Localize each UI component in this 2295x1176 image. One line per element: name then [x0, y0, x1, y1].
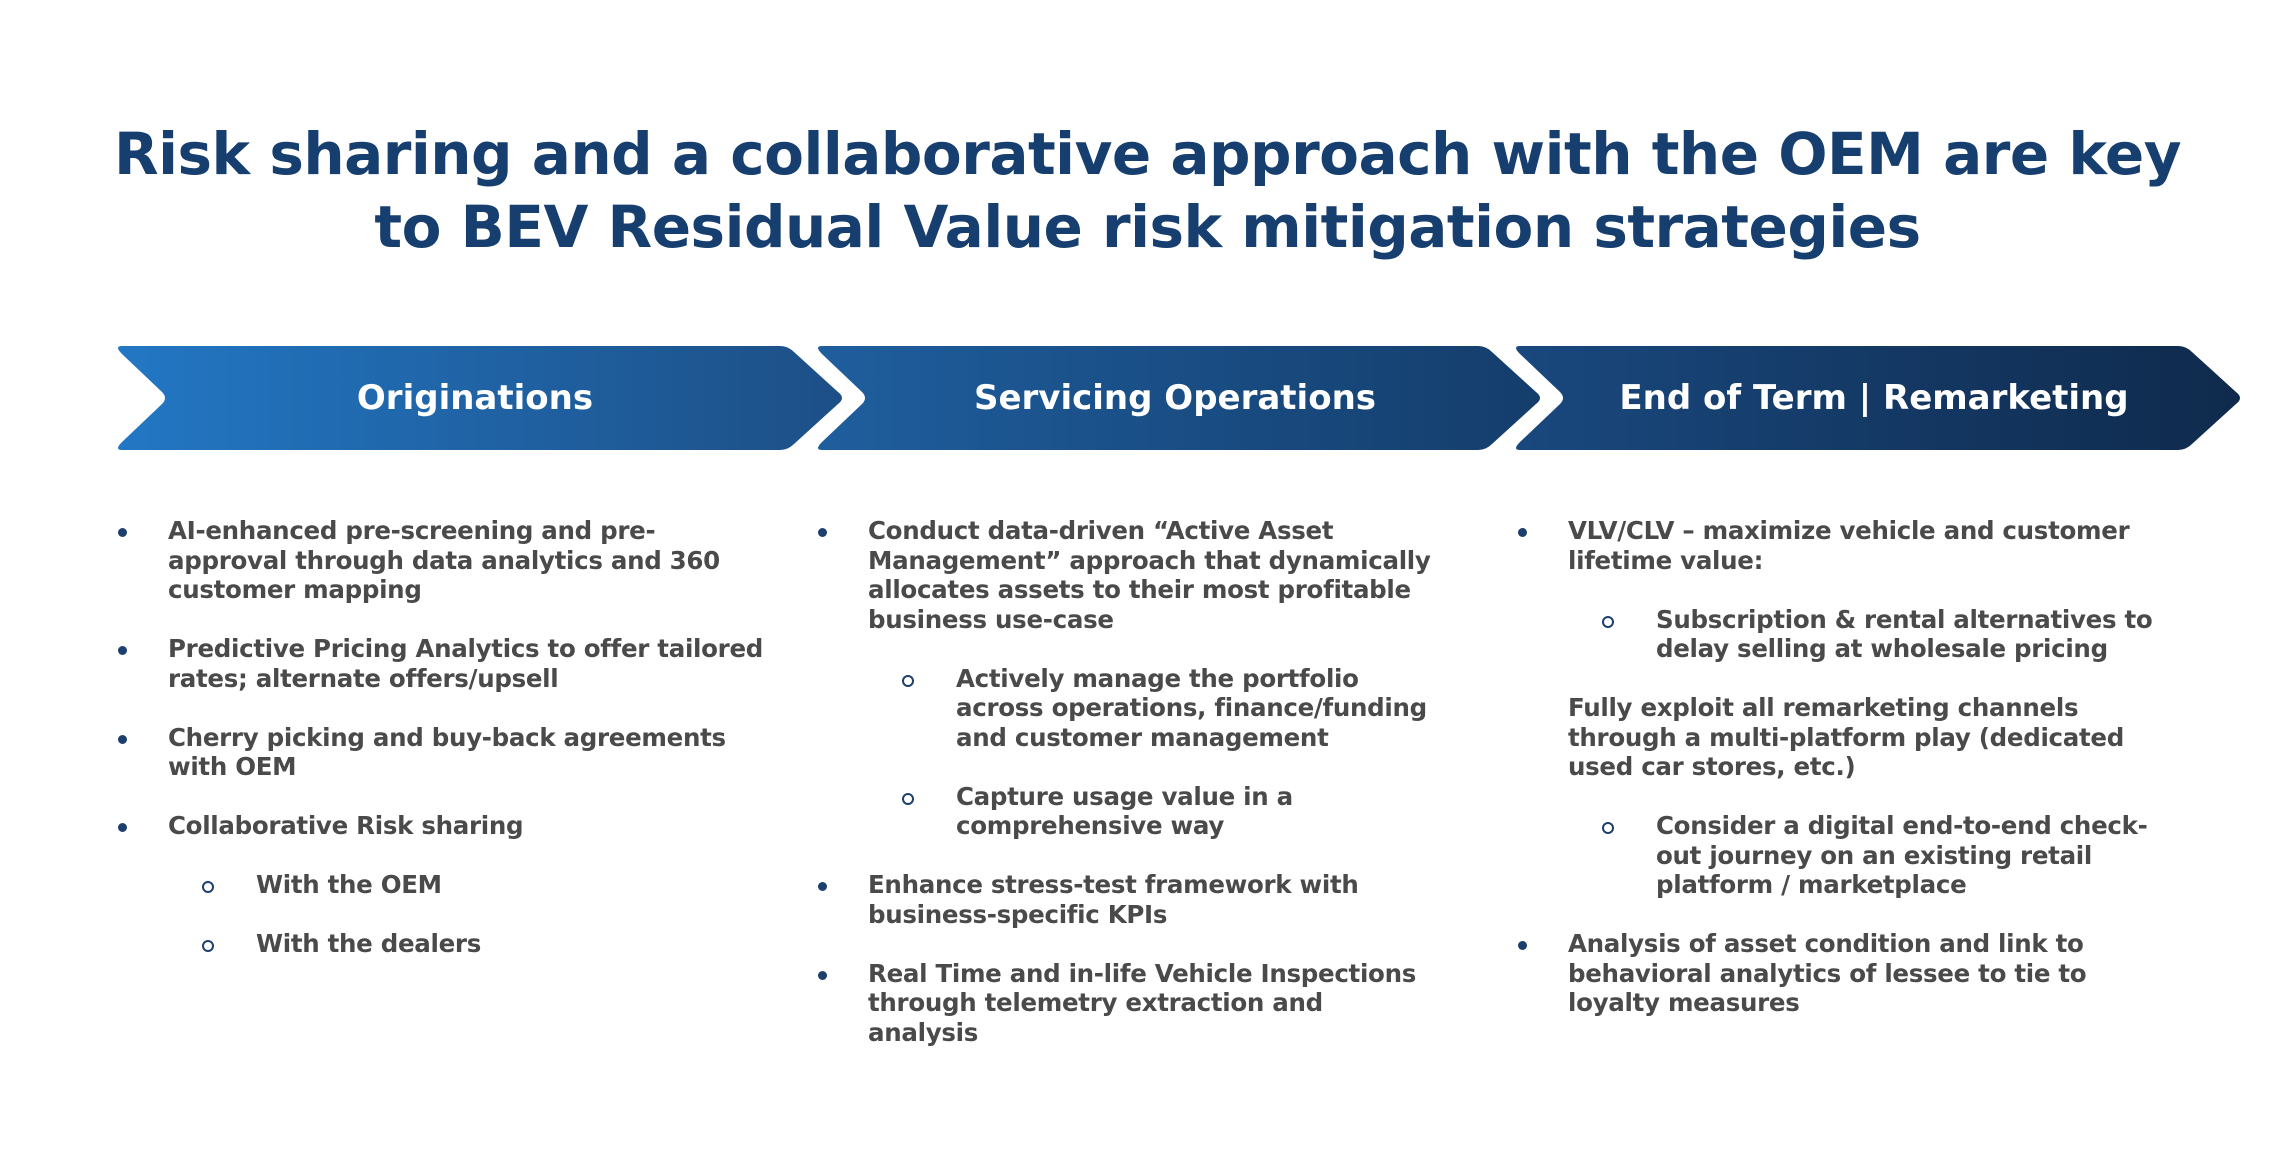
- originations-column: AI-enhanced pre-screening and pre-approv…: [118, 516, 768, 988]
- sub-list-item: Actively manage the portfolio across ope…: [868, 664, 1438, 753]
- hollow-bullet-icon: [1602, 615, 1614, 628]
- hollow-bullet-icon: [202, 940, 214, 952]
- sub-list-item: With the OEM: [168, 870, 768, 900]
- bullet-icon: [818, 970, 827, 980]
- list-item-text: Enhance stress-test framework with busin…: [868, 870, 1359, 929]
- list-item-text: With the OEM: [256, 870, 442, 899]
- list-item: Analysis of asset condition and link to …: [1518, 929, 2168, 1018]
- sub-list-item: With the dealers: [168, 929, 768, 959]
- sub-list-item: Capture usage value in a comprehensive w…: [868, 782, 1438, 841]
- stage-label-end-of-term-remarketing: End of Term | Remarketing: [1619, 378, 2129, 418]
- bullet-icon: [118, 528, 127, 537]
- list-item: Conduct data-driven “Active Asset Manage…: [818, 516, 1438, 634]
- list-item-text: Conduct data-driven “Active Asset Manage…: [868, 516, 1431, 634]
- hollow-bullet-icon: [902, 674, 914, 687]
- list-item-text: Cherry picking and buy-back agreements w…: [168, 722, 726, 782]
- hollow-bullet-icon: [1602, 822, 1614, 834]
- page-title-line-1: Risk sharing and a collaborative approac…: [113, 120, 2182, 188]
- list-item-text: VLV/CLV – maximize vehicle and customer …: [1568, 516, 2130, 575]
- list-item: Real Time and in-life Vehicle Inspection…: [818, 958, 1438, 1048]
- list-item-text: Collaborative Risk sharing: [168, 811, 524, 840]
- list-item: VLV/CLV – maximize vehicle and customer …: [1518, 516, 2168, 575]
- list-item-text: Real Time and in-life Vehicle Inspection…: [868, 958, 1417, 1047]
- end-of-term-remarketing-column: VLV/CLV – maximize vehicle and customer …: [1518, 516, 2168, 1047]
- list-item: Predictive Pricing Analytics to offer ta…: [118, 634, 768, 693]
- bullet-icon: [1518, 941, 1527, 950]
- servicing-operations-column: Conduct data-driven “Active Asset Manage…: [818, 516, 1438, 1077]
- list-item-text: Predictive Pricing Analytics to offer ta…: [168, 634, 764, 693]
- list-item: Collaborative Risk sharing: [118, 811, 768, 841]
- list-item-text: Subscription & rental alternatives to de…: [1656, 604, 2153, 664]
- hollow-bullet-icon: [202, 881, 214, 893]
- bullet-icon: [818, 528, 827, 537]
- list-item-text: With the dealers: [256, 929, 481, 958]
- bullet-icon: [118, 823, 127, 832]
- list-item-text: Actively manage the portfolio across ope…: [956, 663, 1427, 752]
- list-item: Fully exploit all remarketing channels t…: [1568, 693, 2168, 782]
- list-item-text: Consider a digital end-to-end check-out …: [1656, 811, 2148, 899]
- bullet-icon: [118, 734, 127, 744]
- list-item-text: AI-enhanced pre-screening and pre-approv…: [168, 516, 720, 604]
- bullet-icon: [118, 646, 127, 655]
- list-item: AI-enhanced pre-screening and pre-approv…: [118, 516, 768, 605]
- hollow-bullet-icon: [902, 792, 914, 805]
- page-title-line-2: to BEV Residual Value risk mitigation st…: [374, 193, 1921, 261]
- list-item-text: Analysis of asset condition and link to …: [1568, 929, 2087, 1017]
- page-title: Risk sharing and a collaborative approac…: [0, 118, 2295, 264]
- list-item-text: Capture usage value in a comprehensive w…: [956, 781, 1293, 841]
- stage-label-servicing-operations: Servicing Operations: [973, 378, 1377, 418]
- list-item: Cherry picking and buy-back agreements w…: [118, 722, 768, 782]
- bullet-icon: [818, 882, 827, 891]
- sub-list-item: Consider a digital end-to-end check-out …: [1568, 811, 2168, 900]
- bullet-icon: [1518, 528, 1527, 537]
- sub-list-item: Subscription & rental alternatives to de…: [1568, 605, 2168, 664]
- list-item: Enhance stress-test framework with busin…: [818, 870, 1438, 929]
- list-item-text: Fully exploit all remarketing channels t…: [1568, 693, 2124, 781]
- stage-label-originations: Originations: [356, 378, 594, 418]
